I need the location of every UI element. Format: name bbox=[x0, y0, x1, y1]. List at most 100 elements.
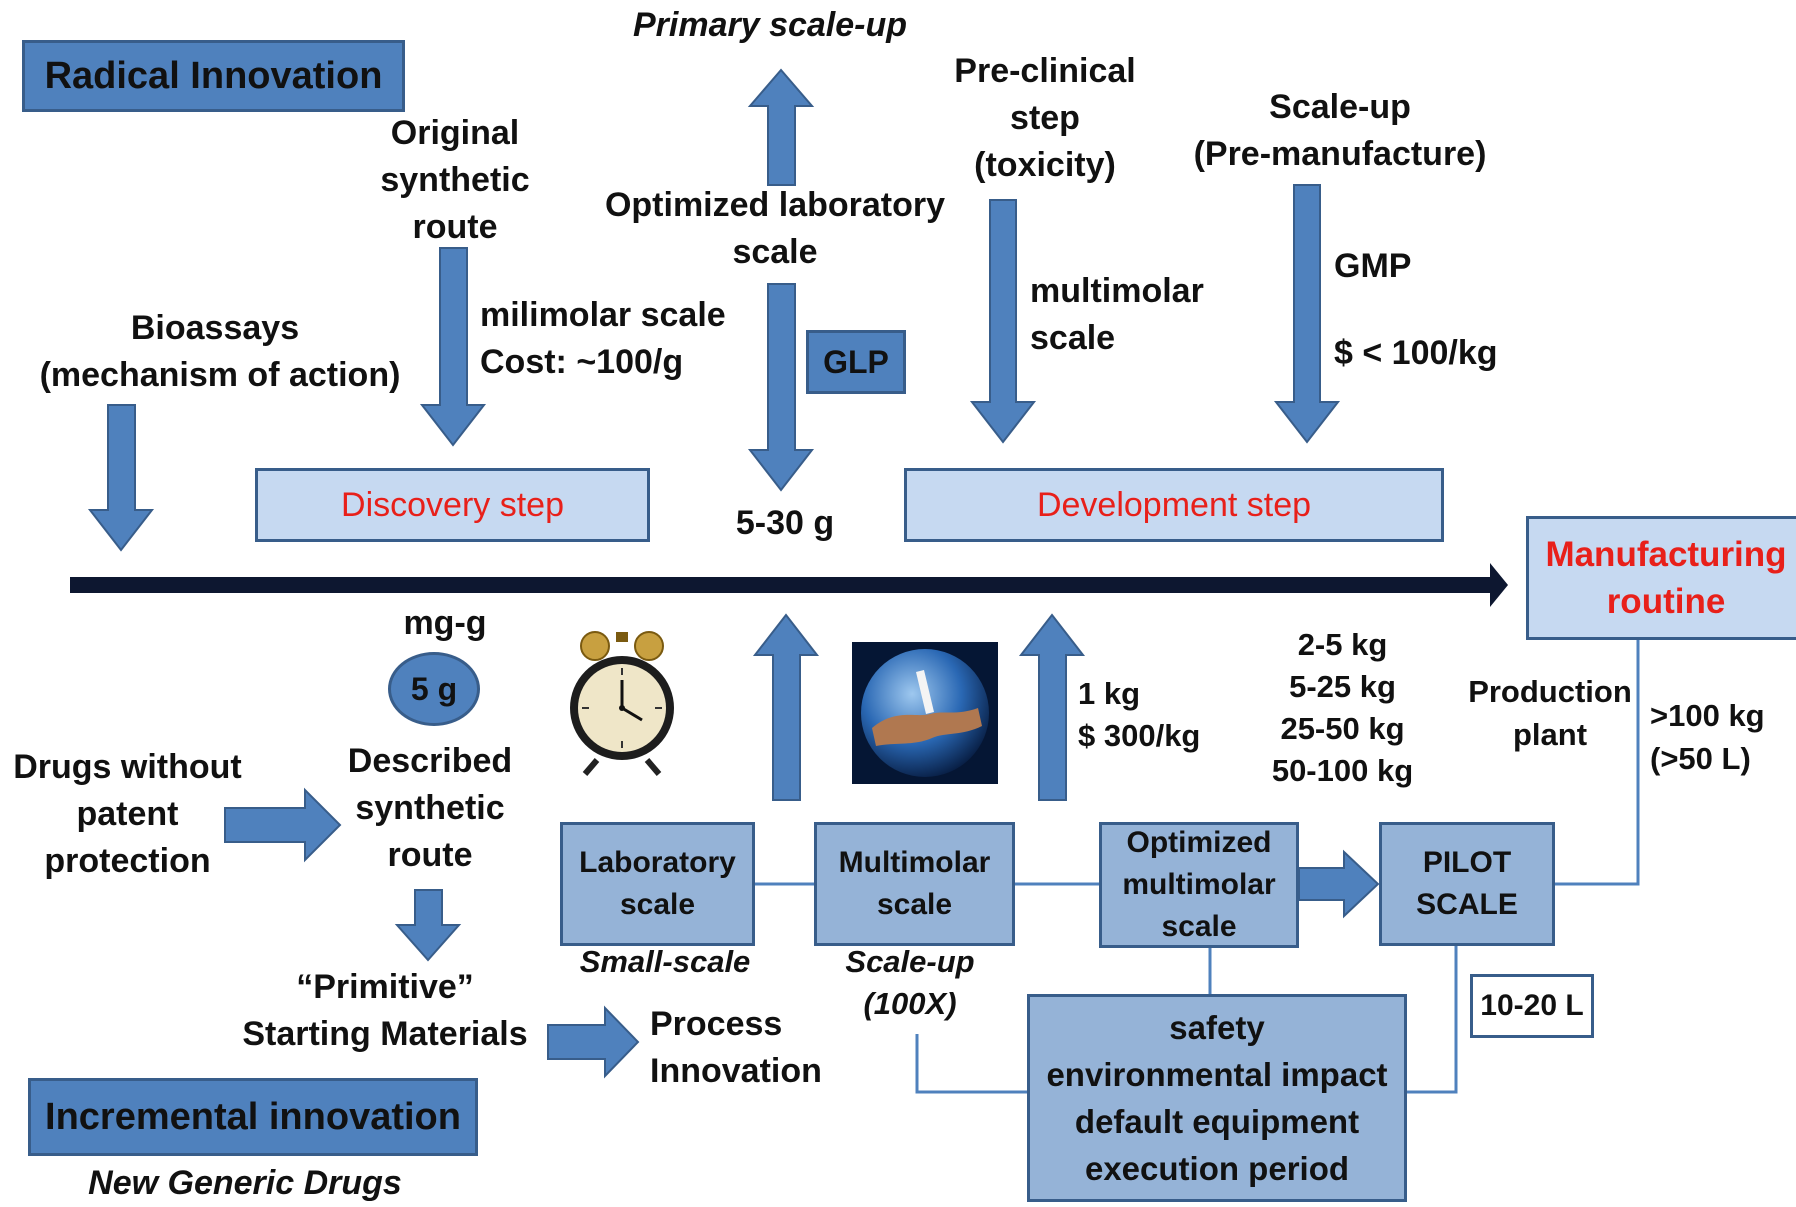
scaleup-text-1: Scale-up bbox=[1269, 88, 1411, 126]
starting-materials-text: Starting Materials bbox=[242, 1015, 528, 1053]
gmp-text: GMP bbox=[1334, 247, 1412, 285]
five-gram-label: 5 g bbox=[410, 670, 458, 707]
laboratory-scale-label: scale bbox=[619, 888, 696, 921]
pilot-scale-box: PILOT SCALE bbox=[1379, 822, 1555, 946]
big-kg-text: >100 kg bbox=[1650, 698, 1765, 733]
routine-label: routine bbox=[1606, 582, 1726, 621]
multimolar-text-1: multimolar bbox=[1030, 272, 1204, 310]
kg-range-text-4: 50-100 kg bbox=[1271, 753, 1414, 788]
timeline-arrow bbox=[70, 563, 1508, 607]
execution-period-label: execution period bbox=[1084, 1150, 1350, 1187]
alarm-clock-icon bbox=[570, 631, 674, 776]
radical-innovation-label: Radical Innovation bbox=[44, 54, 383, 97]
primitive-text: “Primitive” bbox=[296, 968, 474, 1006]
glp-box: GLP bbox=[806, 330, 906, 394]
preclinical-text-1: Pre-clinical bbox=[954, 52, 1136, 90]
multimolar-scale-label: scale bbox=[876, 888, 953, 921]
original-route-down-arrow bbox=[419, 247, 487, 447]
incremental-innovation-box: Incremental innovation bbox=[28, 1078, 478, 1156]
drugs-text-3: protection bbox=[44, 842, 211, 880]
preclinical-text-2: step bbox=[1010, 99, 1080, 137]
preclinical-text-3: (toxicity) bbox=[974, 146, 1116, 184]
glp-label: GLP bbox=[823, 343, 889, 380]
original-route-text-1: Original bbox=[390, 114, 520, 152]
radical-innovation-box: Radical Innovation bbox=[22, 40, 405, 112]
mechanism-text: (mechanism of action) bbox=[39, 356, 401, 394]
kg-range-text-3: 25-50 kg bbox=[1280, 711, 1405, 746]
primary-scaleup-up-arrow bbox=[747, 68, 815, 186]
connector-lines bbox=[752, 640, 1640, 1094]
milimolar-cost-text: Cost: ~100/g bbox=[480, 343, 684, 381]
handshake-globe-icon bbox=[852, 642, 998, 784]
lab-up-arrow bbox=[752, 613, 820, 801]
new-generic-drugs-text: New Generic Drugs bbox=[88, 1164, 402, 1202]
scaleup-100x-text-1: Scale-up bbox=[845, 944, 975, 979]
optimized-multimolar-box: Optimized multimolar scale bbox=[1099, 822, 1299, 948]
small-scale-text: Small-scale bbox=[579, 944, 751, 979]
optimized-label: Optimized bbox=[1126, 826, 1272, 859]
kg-range-text-1: 2-5 kg bbox=[1297, 627, 1388, 662]
laboratory-scale-box: Laboratory scale bbox=[560, 822, 755, 946]
described-text-3: route bbox=[387, 836, 473, 874]
process-right-arrow bbox=[547, 1005, 640, 1079]
one-kg-cost-text: $ 300/kg bbox=[1078, 718, 1201, 753]
described-text-2: synthetic bbox=[355, 789, 505, 827]
pilot-label: PILOT bbox=[1422, 846, 1512, 879]
connector-scaleup-safety bbox=[915, 1034, 1027, 1094]
drugs-right-arrow bbox=[224, 787, 342, 863]
scaleup-100x-text-2: (100X) bbox=[863, 986, 957, 1021]
process-text: Process bbox=[650, 1005, 783, 1043]
multimolar-scale-box: Multimolar scale bbox=[814, 822, 1015, 946]
optimized-multimolar-label: multimolar bbox=[1122, 868, 1276, 901]
described-down-arrow bbox=[394, 889, 462, 962]
manufacturing-routine-box: Manufacturing routine bbox=[1526, 516, 1796, 640]
five-gram-ellipse: 5 g bbox=[388, 652, 480, 726]
original-route-text-3: route bbox=[412, 208, 498, 246]
discovery-step-box: Discovery step bbox=[255, 468, 650, 542]
pilot-scale-label: SCALE bbox=[1416, 888, 1518, 921]
grams-text: 5-30 g bbox=[735, 504, 835, 542]
bioassays-text: Bioassays bbox=[130, 309, 300, 347]
pilot-volume-label: 10-20 L bbox=[1480, 989, 1584, 1022]
optimized-lab-down-arrow bbox=[747, 283, 815, 492]
milimolar-scale-text: milimolar scale bbox=[480, 296, 726, 334]
safety-considerations-box: safety environmental impact default equi… bbox=[1027, 994, 1407, 1202]
default-equipment-label: default equipment bbox=[1074, 1103, 1360, 1140]
multimolar-label: Multimolar bbox=[838, 846, 991, 879]
opt-pilot-right-arrow bbox=[1298, 849, 1380, 919]
optimized-scale-label: scale bbox=[1161, 910, 1237, 943]
drugs-text-1: Drugs without bbox=[13, 748, 242, 786]
pilot-volume-box: 10-20 L bbox=[1470, 974, 1594, 1038]
plant-text: plant bbox=[1512, 717, 1588, 752]
laboratory-label: Laboratory bbox=[579, 846, 736, 879]
scaleup-down-arrow bbox=[1273, 184, 1341, 444]
manufacturing-label: Manufacturing bbox=[1545, 535, 1787, 574]
safety-label: safety bbox=[1169, 1009, 1265, 1046]
preclinical-down-arrow bbox=[969, 199, 1037, 444]
original-route-text-2: synthetic bbox=[380, 161, 530, 199]
one-kg-text: 1 kg bbox=[1078, 676, 1141, 711]
production-text: Production bbox=[1468, 674, 1632, 709]
innovation-text: Innovation bbox=[650, 1052, 822, 1090]
bioassays-down-arrow bbox=[87, 404, 155, 552]
big-volume-text: (>50 L) bbox=[1650, 741, 1751, 776]
multimolar-text-2: scale bbox=[1030, 319, 1116, 357]
environmental-impact-label: environmental impact bbox=[1046, 1056, 1388, 1093]
described-text-1: Described bbox=[347, 742, 513, 780]
drugs-text-2: patent bbox=[76, 795, 179, 833]
multi-up-arrow bbox=[1018, 613, 1086, 801]
incremental-innovation-label: Incremental innovation bbox=[45, 1095, 461, 1138]
development-step-label: Development step bbox=[1036, 485, 1312, 524]
gmp-cost-text: $ < 100/kg bbox=[1334, 334, 1498, 372]
mg-g-text: mg-g bbox=[403, 604, 487, 642]
connector-pilot-safety bbox=[1406, 946, 1458, 1094]
kg-range-text-2: 5-25 kg bbox=[1289, 669, 1396, 704]
primary-scaleup-title: Primary scale-up bbox=[632, 6, 908, 44]
discovery-step-label: Discovery step bbox=[341, 485, 564, 524]
development-step-box: Development step bbox=[904, 468, 1444, 542]
connector-pilot-manufacturing bbox=[1553, 640, 1640, 886]
optimized-lab-text-1: Optimized laboratory bbox=[604, 186, 946, 224]
optimized-lab-text-2: scale bbox=[732, 233, 818, 271]
